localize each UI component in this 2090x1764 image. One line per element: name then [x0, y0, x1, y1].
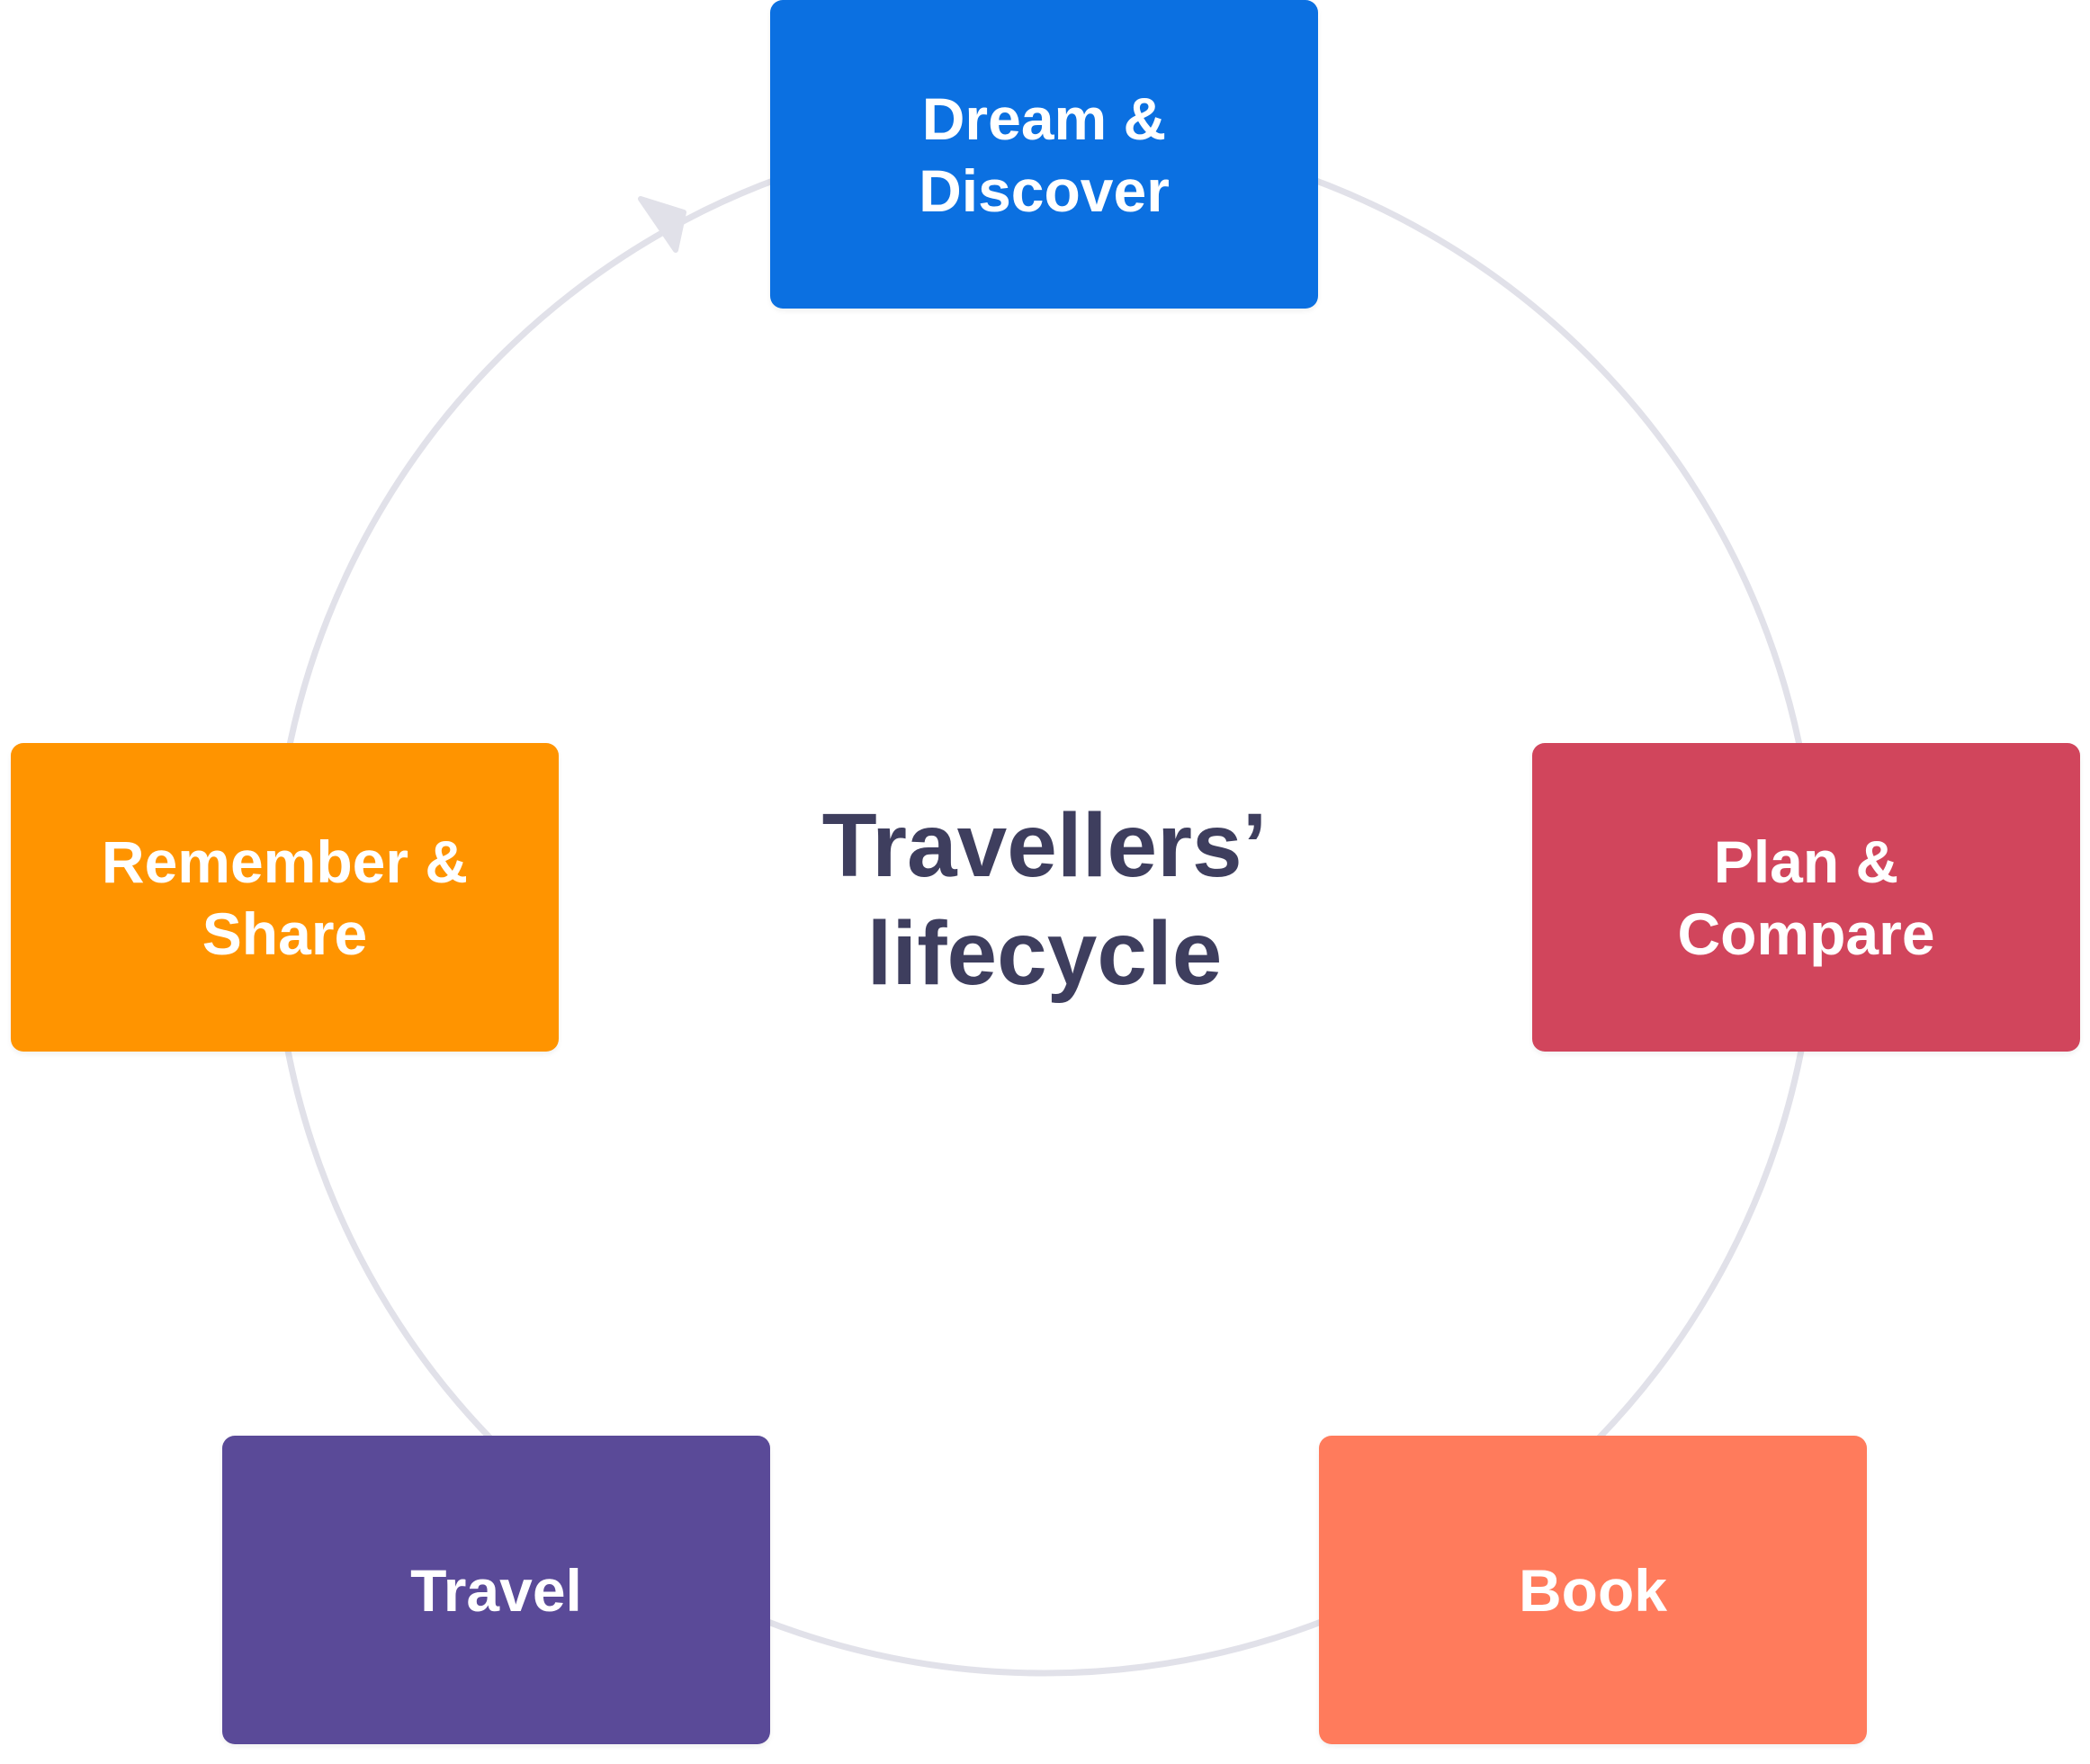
- cycle-arrow-icon: [638, 196, 686, 253]
- stage-label: Dream & Discover: [919, 85, 1170, 224]
- stage-travel: Travel: [222, 1436, 770, 1744]
- stage-label: Travel: [410, 1556, 582, 1624]
- stage-dream-discover: Dream & Discover: [770, 0, 1318, 309]
- diagram-title: Travellers’ lifecycle: [821, 795, 1268, 1004]
- stage-label: Plan & Compare: [1677, 828, 1935, 967]
- stage-remember-share: Remember & Share: [11, 743, 559, 1052]
- stage-plan-compare: Plan & Compare: [1532, 743, 2080, 1052]
- stage-book: Book: [1319, 1436, 1867, 1744]
- stage-label: Remember & Share: [101, 828, 469, 967]
- stage-label: Book: [1519, 1556, 1667, 1624]
